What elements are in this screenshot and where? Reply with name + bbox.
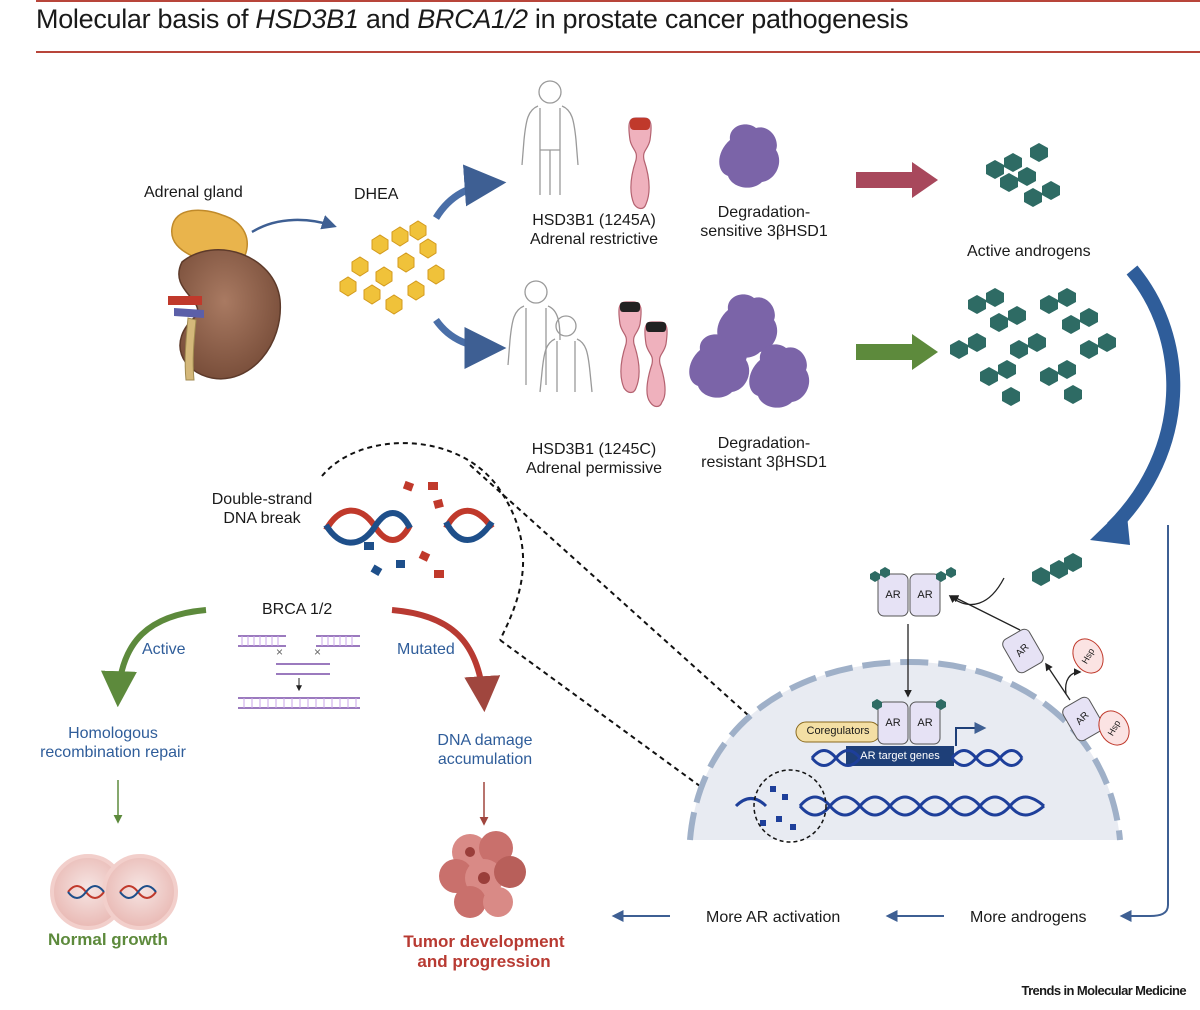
label-ar-cyto-1: AR [885, 589, 901, 601]
label-dsb-line2: DNA break [223, 510, 301, 527]
label-tumor-development: Tumor development and progression [394, 932, 574, 972]
arrow-top-maroon [856, 162, 938, 198]
zoom-lasso [321, 442, 525, 641]
human-pair-silhouette-icon [507, 280, 593, 393]
label-dna-damage: DNA damage accumulation [420, 731, 550, 769]
arrow-mutated [391, 607, 501, 713]
human-silhouette-icon [521, 80, 579, 195]
label-dhea: DHEA [354, 186, 399, 203]
label-ar-target-genes: AR target genes [860, 750, 940, 762]
label-dsb-line1: Double-strand [211, 491, 313, 508]
label-hsd-permissive: HSD3B1 (1245C) Adrenal permissive [520, 440, 668, 478]
arrow-dhea-up [433, 164, 507, 220]
arrow-bottom-green [856, 334, 938, 370]
arrow-dhea-down [433, 317, 507, 369]
label-deg-sensitive-line2: sensitive 3βHSD1 [700, 223, 828, 240]
dna-strand-lower-b [798, 795, 1045, 817]
ar-hsp-free [1002, 628, 1130, 746]
label-dna-damage-line2: accumulation [437, 751, 533, 768]
ar-dimer-nucleus [872, 699, 946, 745]
androgen-single-icon [1032, 553, 1082, 586]
title-rule [36, 51, 1200, 53]
top-border [36, 0, 1200, 2]
label-more-ar-activation: More AR activation [706, 909, 841, 926]
arrow-hsp-release [1064, 668, 1082, 695]
label-deg-resistant-line2: resistant 3βHSD1 [701, 454, 827, 471]
dna-fragments [760, 786, 796, 830]
label-tumor-line1: Tumor development [403, 932, 565, 951]
arrow-active [100, 607, 207, 708]
label-ar-nucleus-2: AR [917, 717, 933, 729]
label-hsd-permissive-line2: Adrenal permissive [525, 460, 663, 477]
label-hr-line2: recombination repair [40, 744, 186, 761]
arrow-adrenal-to-dhea [251, 215, 337, 234]
label-more-androgens: More androgens [970, 909, 1087, 926]
normal-cells-icon [50, 854, 178, 930]
tumor-cluster-icon [439, 831, 526, 918]
ar-dimer-cytoplasm [870, 567, 956, 617]
arrow-ar-release [950, 595, 1021, 631]
svg-text:×: × [314, 645, 321, 659]
label-active-androgens: Active androgens [967, 243, 1091, 260]
page-title: Molecular basis of HSD3B1 and BRCA1/2 in… [36, 4, 909, 34]
label-tumor-line2: and progression [417, 952, 551, 971]
label-deg-sensitive-line1: Degradation- [717, 204, 811, 221]
label-mutated: Mutated [397, 641, 455, 658]
androgens-many-icon [950, 288, 1116, 406]
zoom-line-top [469, 464, 799, 761]
label-double-strand-break: Double-strand DNA break [202, 490, 322, 528]
androgens-few-icon [986, 143, 1060, 207]
enzyme-resistant-icon [689, 294, 810, 408]
ar-target-genes-box [846, 746, 954, 766]
label-homologous-recombination: Homologous recombination repair [28, 724, 198, 762]
label-ar-cyto-2: AR [917, 589, 933, 601]
transcription-arrow [955, 722, 987, 746]
label-normal-growth: Normal growth [48, 930, 168, 949]
svg-text:×: × [276, 645, 283, 659]
label-degradation-resistant: Degradation- resistant 3βHSD1 [694, 434, 834, 472]
label-degradation-sensitive: Degradation- sensitive 3βHSD1 [694, 203, 834, 241]
label-coregulators: Coregulators [806, 725, 870, 737]
nucleus-zoom-circle [753, 769, 827, 843]
dna-break-illustration [323, 480, 495, 578]
dhea-molecules-icon [339, 220, 445, 315]
label-hr-line1: Homologous [68, 725, 158, 742]
label-hsd-restrictive-line2: Adrenal restrictive [529, 231, 659, 248]
kidney-adrenal-illustration [168, 209, 281, 381]
recombination-schematic: × × [238, 635, 360, 709]
dna-strand-upper-b [810, 749, 1024, 767]
label-adrenal-gland: Adrenal gland [144, 184, 243, 201]
big-curve-arrowhead [1090, 505, 1130, 545]
label-hsd-permissive-line1: HSD3B1 (1245C) [531, 441, 657, 458]
enzyme-sensitive-icon [719, 124, 780, 188]
arrow-androgen-binding [948, 577, 1005, 606]
label-ar-nucleus-1: AR [885, 717, 901, 729]
label-brca: BRCA 1/2 [262, 601, 333, 618]
arrow-to-more-androgens [1119, 525, 1169, 922]
label-dna-damage-line1: DNA damage [437, 732, 533, 749]
journal-footer: Trends in Molecular Medicine [1021, 983, 1186, 998]
chromosome-icon [628, 117, 652, 210]
label-hsd-restrictive: HSD3B1 (1245A) Adrenal restrictive [520, 211, 668, 249]
big-curve-arrow [1107, 265, 1181, 533]
chromosome-pair-icon [618, 301, 668, 408]
label-hsd-restrictive-line1: HSD3B1 (1245A) [532, 212, 656, 229]
label-deg-resistant-line1: Degradation- [717, 435, 811, 452]
label-active: Active [142, 641, 186, 658]
